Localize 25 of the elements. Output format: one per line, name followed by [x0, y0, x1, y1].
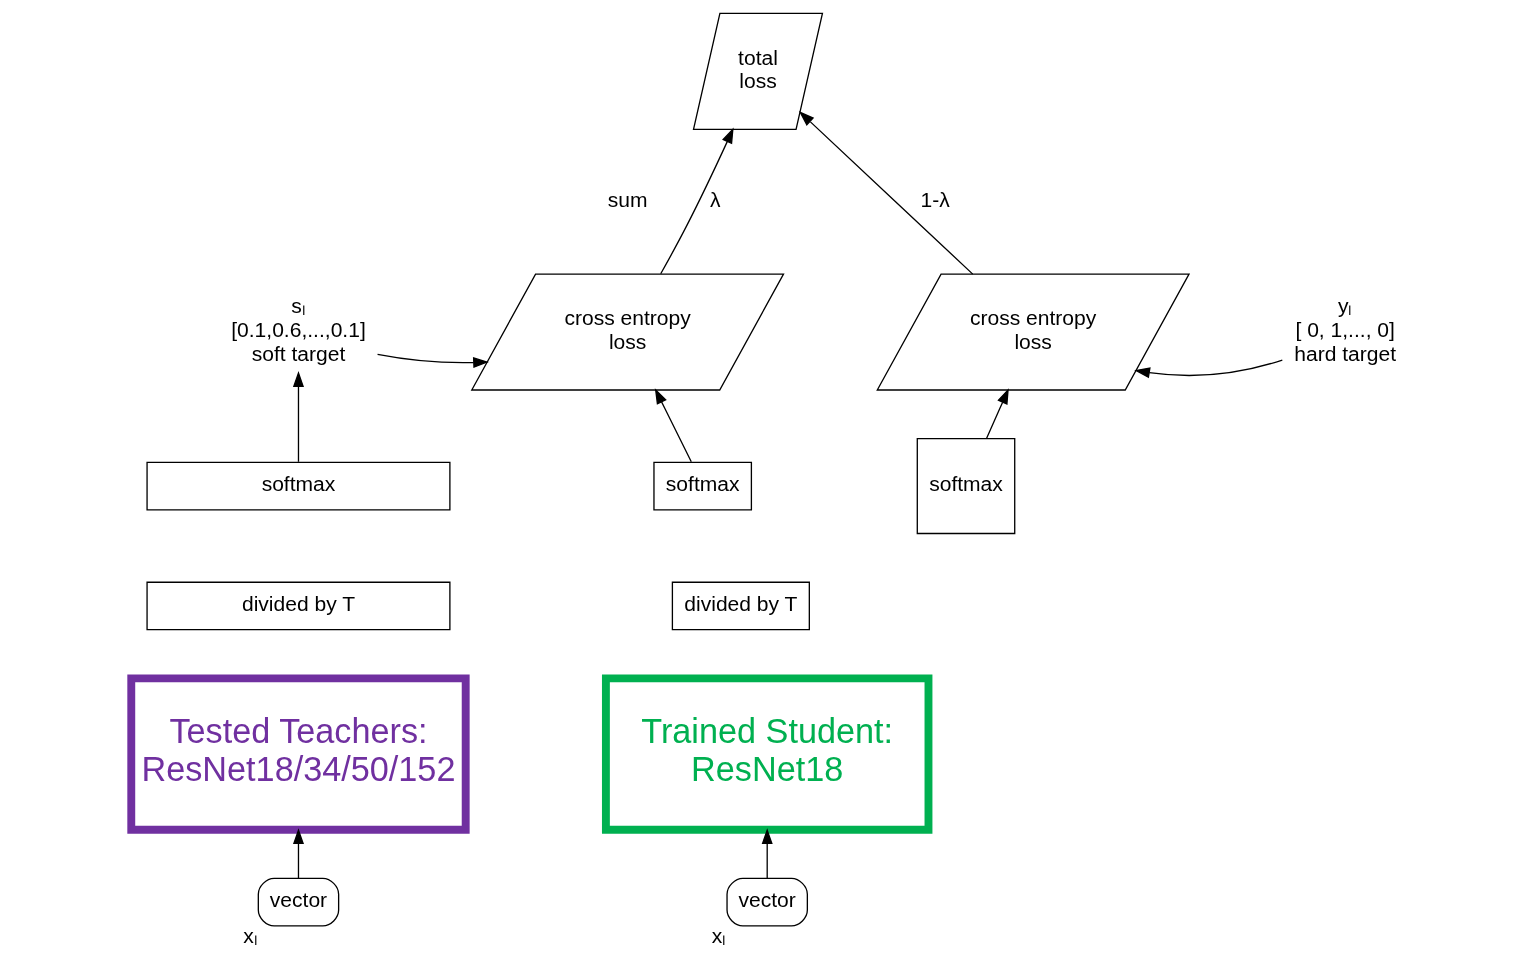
arrow — [292, 828, 305, 879]
node-label: xₗ — [243, 923, 258, 947]
arrow — [1134, 359, 1283, 379]
node-label: xₗ — [711, 923, 727, 947]
node-box: Trained Student: ResNet18 — [601, 674, 933, 834]
arrow — [292, 371, 305, 463]
label: sum — [607, 187, 648, 211]
edge-label: λ — [709, 187, 721, 211]
node-box: Tested Teachers: ResNet18/34/50/152 — [127, 674, 470, 834]
node-box: divided by T — [671, 581, 810, 631]
node-box: vector — [726, 877, 808, 927]
arrow — [376, 353, 489, 369]
node-text: yₗ [ 0, 1,..., 0] hard target — [1294, 294, 1397, 365]
node-box: divided by T — [146, 581, 451, 631]
arrow — [798, 111, 974, 275]
arrow — [761, 828, 773, 879]
arrow — [660, 127, 734, 275]
node-text: sₗ [0.1,0.6,...,0.1] soft target — [231, 294, 366, 365]
node-box: softmax — [653, 461, 753, 511]
node-box: softmax — [146, 461, 451, 511]
node-box: softmax — [916, 438, 1016, 535]
edge-label: 1-λ — [920, 187, 950, 211]
arrow — [985, 388, 1009, 440]
node-box: vector — [257, 877, 340, 927]
arrow — [654, 388, 692, 463]
